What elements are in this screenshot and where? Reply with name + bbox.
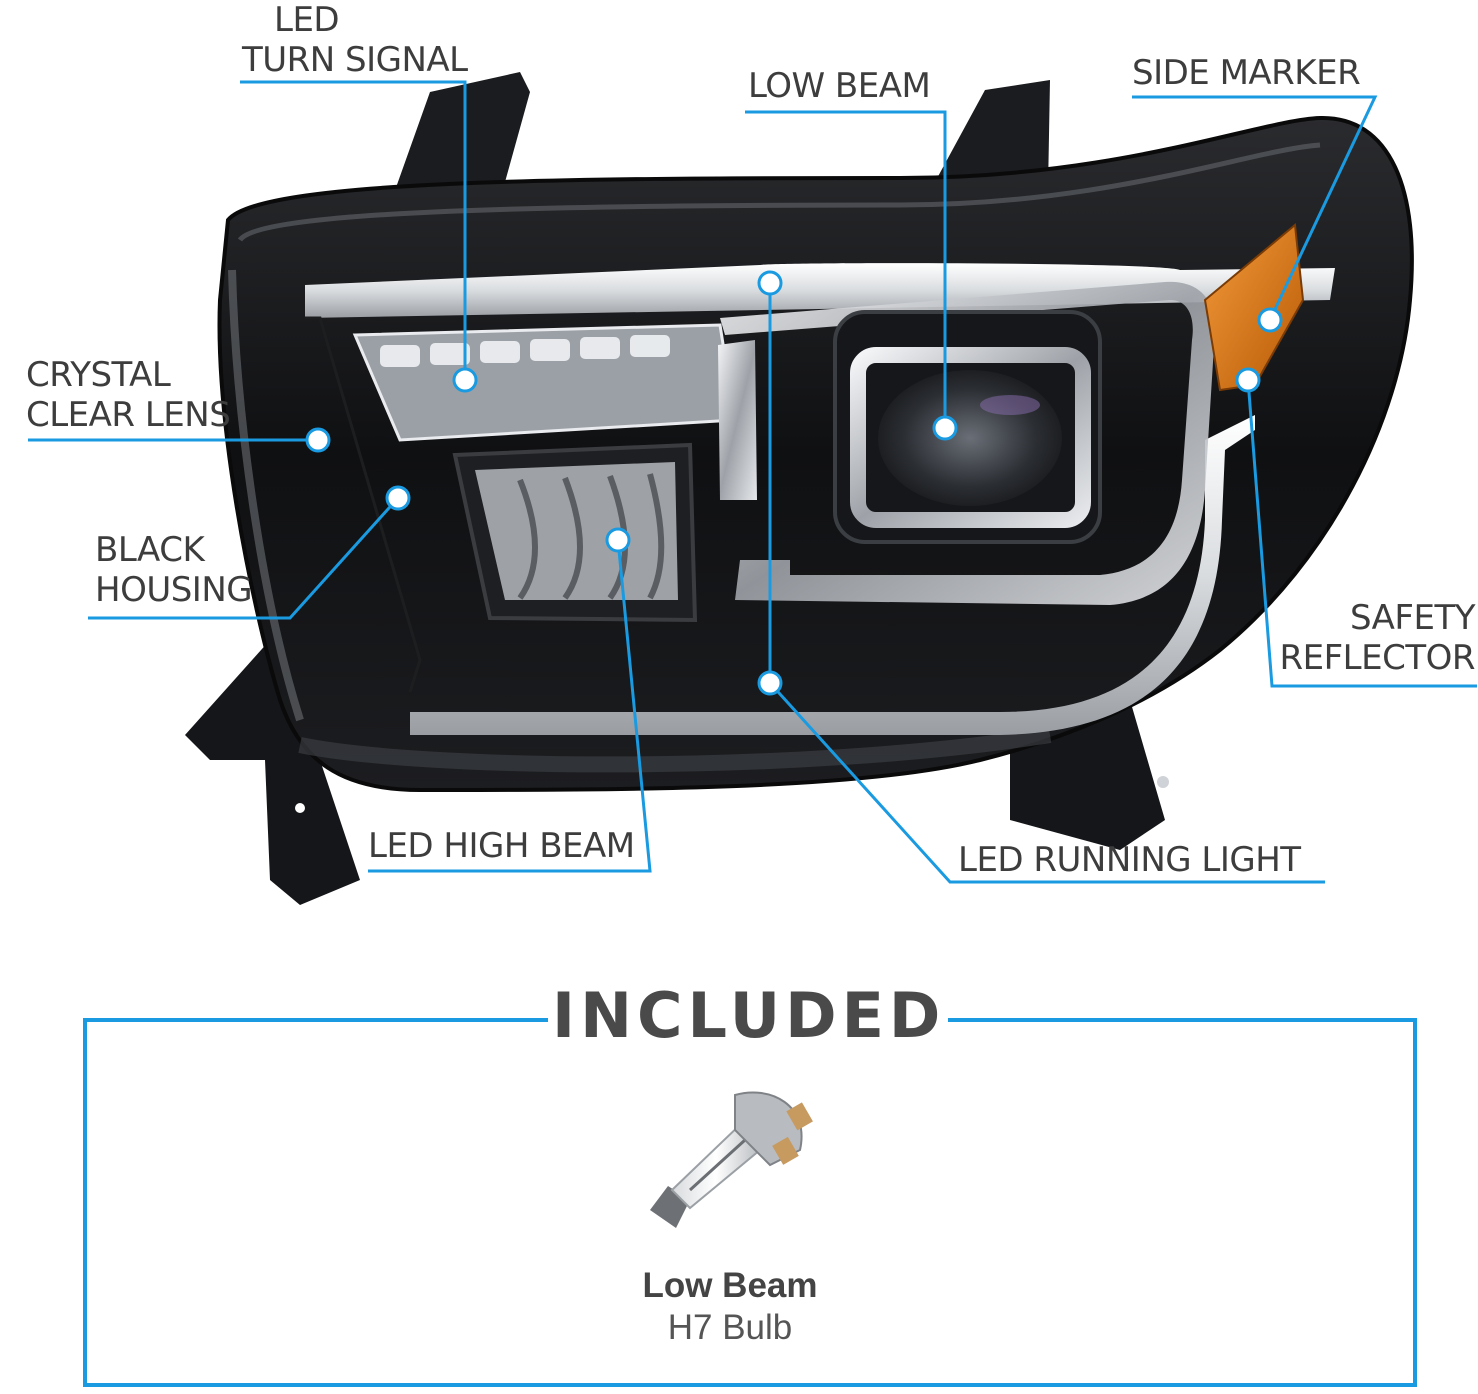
callout-side-marker: SIDE MARKER <box>1132 53 1361 93</box>
clear-lens-rim <box>237 142 1321 242</box>
callout-safety-reflector-line2: REFLECTOR <box>1279 638 1476 678</box>
outer-housing <box>217 115 1414 793</box>
callout-led-high-beam: LED HIGH BEAM <box>368 826 635 866</box>
callout-crystal-clear-lens-line1: CRYSTAL <box>26 355 171 395</box>
callout-led-running-light: LED RUNNING LIGHT <box>958 840 1301 880</box>
lens-edge-left <box>228 269 304 722</box>
callout-led-turn-signal-line1: LED <box>274 0 340 40</box>
included-frame <box>83 1018 1417 1387</box>
callout-crystal-clear-lens-line2: CLEAR LENS <box>26 395 231 435</box>
callout-led-turn-signal-line2: TURN SIGNAL <box>242 40 468 80</box>
mount-bracket-left <box>185 640 360 905</box>
mount-tab-right <box>935 80 1050 190</box>
chrome-bar-left <box>718 340 757 500</box>
callout-dot-icon <box>305 270 1283 696</box>
callout-lines <box>28 80 1477 884</box>
callout-safety-reflector-line1: SAFETY <box>1349 598 1476 638</box>
included-item-type: H7 Bulb <box>667 1308 793 1347</box>
bracket-hole <box>295 803 305 813</box>
callout-black-housing-line1: BLACK <box>95 530 205 570</box>
included-item-name: Low Beam <box>642 1266 818 1305</box>
callout-crystal-clear-lens: CRYSTAL CLEAR LENS <box>26 355 231 435</box>
projector-lens <box>878 370 1062 506</box>
h7-bulb-icon <box>650 1091 813 1228</box>
lens-bottom-band <box>298 727 1052 773</box>
projector-lens-glint <box>980 395 1040 415</box>
callout-black-housing: BLACK HOUSING <box>95 530 253 610</box>
callout-black-housing-line2: HOUSING <box>95 570 253 610</box>
projector-chrome-ring <box>850 347 1091 528</box>
mount-tab-left <box>388 72 530 210</box>
amber-side-marker <box>1203 223 1305 392</box>
drl-inner-frame <box>305 316 422 693</box>
callout-led-turn-signal: LED TURN SIGNAL <box>242 0 468 80</box>
included-title: INCLUDED <box>552 979 946 1052</box>
callout-safety-reflector: SAFETY REFLECTOR <box>1270 598 1476 678</box>
turn-signal-leds <box>380 335 670 367</box>
housing-screw <box>1157 776 1169 788</box>
callout-low-beam: LOW BEAM <box>748 66 931 106</box>
